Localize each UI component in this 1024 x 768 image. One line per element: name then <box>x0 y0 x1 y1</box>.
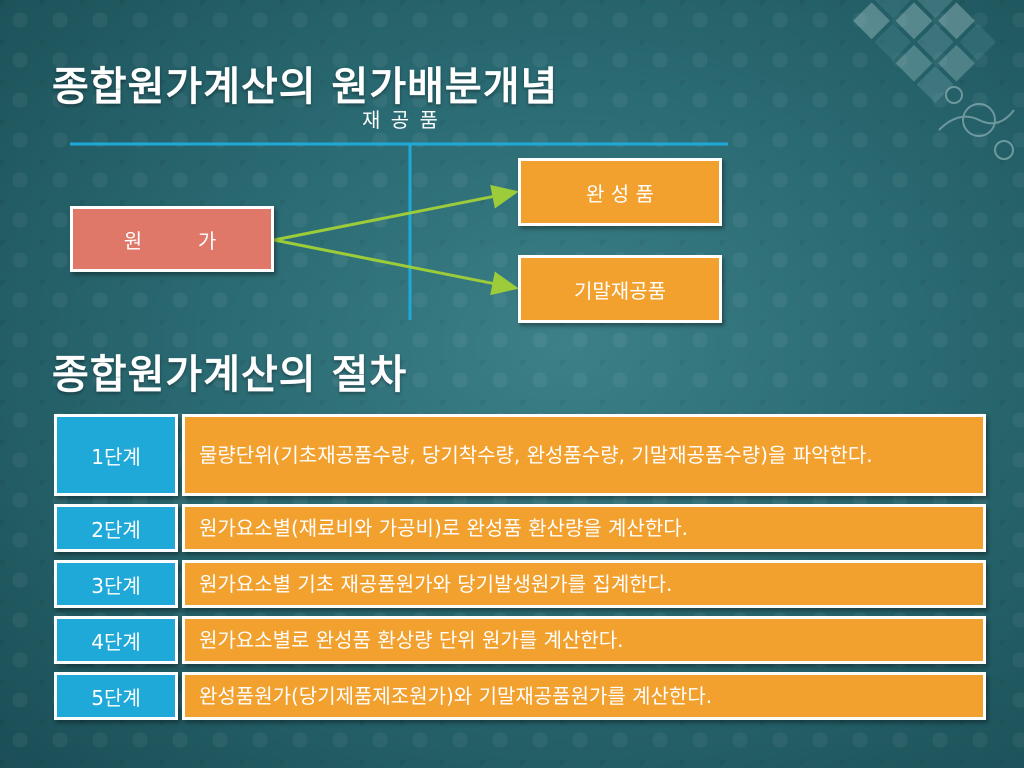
cost-box: 원 가 <box>70 206 274 272</box>
procedure-title: 종합원가계산의 절차 <box>52 352 408 398</box>
allocation-title: 종합원가계산의 원가배분개념 <box>52 64 559 110</box>
wip-label: 재 공 품 <box>362 108 440 132</box>
arrow-to-finished-goods <box>273 184 519 242</box>
step-5-label: 5단계 <box>54 672 178 720</box>
step-2-description: 원가요소별(재료비와 가공비)로 완성품 환산량을 계산한다. <box>182 504 986 552</box>
finished-goods-label: 완 성 품 <box>586 181 654 206</box>
step-3-description: 원가요소별 기초 재공품원가와 당기발생원가를 집계한다. <box>182 560 986 608</box>
finished-goods-box: 완 성 품 <box>518 158 722 226</box>
step-4-description: 원가요소별로 완성품 환상량 단위 원가를 계산한다. <box>182 616 986 664</box>
step-1-label: 1단계 <box>54 414 178 496</box>
ending-wip-box: 기말재공품 <box>518 255 722 323</box>
ending-wip-label: 기말재공품 <box>574 278 666 303</box>
step-4-label: 4단계 <box>54 616 178 664</box>
step-2-label: 2단계 <box>54 504 178 552</box>
arrow-to-ending-wip <box>273 238 519 296</box>
cost-label: 원 가 <box>123 228 221 253</box>
step-5-description: 완성품원가(당기제품제조원가)와 기말재공품원가를 계산한다. <box>182 672 986 720</box>
step-3-label: 3단계 <box>54 560 178 608</box>
step-1-description: 물량단위(기초재공품수량, 당기착수량, 완성품수량, 기말재공품수량)을 파악… <box>182 414 986 496</box>
